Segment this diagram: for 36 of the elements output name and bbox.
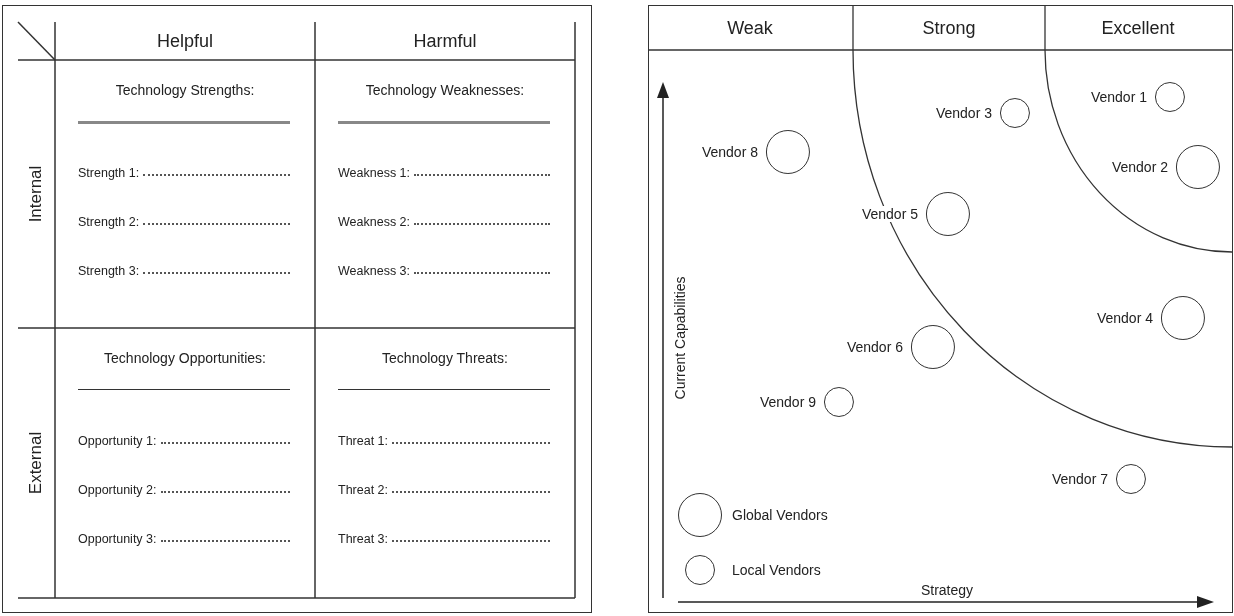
item-label: Weakness 2:: [338, 215, 411, 229]
axis-label: Strategy: [920, 582, 974, 598]
item-label: Opportunity 3:: [78, 532, 157, 546]
item-label: Weakness 3:: [338, 264, 411, 278]
vendor-label: Vendor 4: [1094, 310, 1155, 326]
axis-label: Current Capabilities: [672, 276, 688, 400]
item-label: Threat 2:: [338, 483, 389, 497]
item-label: Strength 2:: [78, 215, 140, 229]
vendor-label: Vendor 3: [933, 105, 994, 121]
legend-text: Global Vendors: [732, 507, 828, 523]
vendor-label: Vendor 1: [1088, 89, 1149, 105]
legend-text: Local Vendors: [732, 562, 821, 578]
zone-header: Strong: [922, 17, 976, 39]
item-label: Strength 1:: [78, 166, 140, 180]
vendor-label: Vendor 7: [1049, 471, 1110, 487]
zone-header: Weak: [727, 17, 773, 39]
item-label: Opportunity 2:: [78, 483, 157, 497]
vendor-label: Vendor 6: [844, 339, 905, 355]
zone-header: Excellent: [1101, 17, 1175, 39]
vendor-label: Vendor 5: [859, 206, 920, 222]
cell-heading: Technology Threats:: [381, 350, 509, 366]
vendor-label: Vendor 2: [1109, 159, 1170, 175]
item-label: Threat 3:: [338, 532, 389, 546]
item-label: Opportunity 1:: [78, 434, 157, 448]
cell-heading: Technology Opportunities:: [103, 350, 267, 366]
cell-heading: Technology Weaknesses:: [364, 82, 526, 98]
table-header: Harmful: [413, 30, 477, 52]
cell-heading: Technology Strengths:: [114, 82, 256, 98]
item-label: Strength 3:: [78, 264, 140, 278]
table-header: External: [26, 431, 46, 495]
item-label: Threat 1:: [338, 434, 389, 448]
item-label: Weakness 1:: [338, 166, 411, 180]
table-header: Internal: [26, 165, 46, 223]
vendor-label: Vendor 8: [699, 144, 760, 160]
table-header: Helpful: [157, 30, 213, 52]
vendor-label: Vendor 9: [757, 394, 818, 410]
